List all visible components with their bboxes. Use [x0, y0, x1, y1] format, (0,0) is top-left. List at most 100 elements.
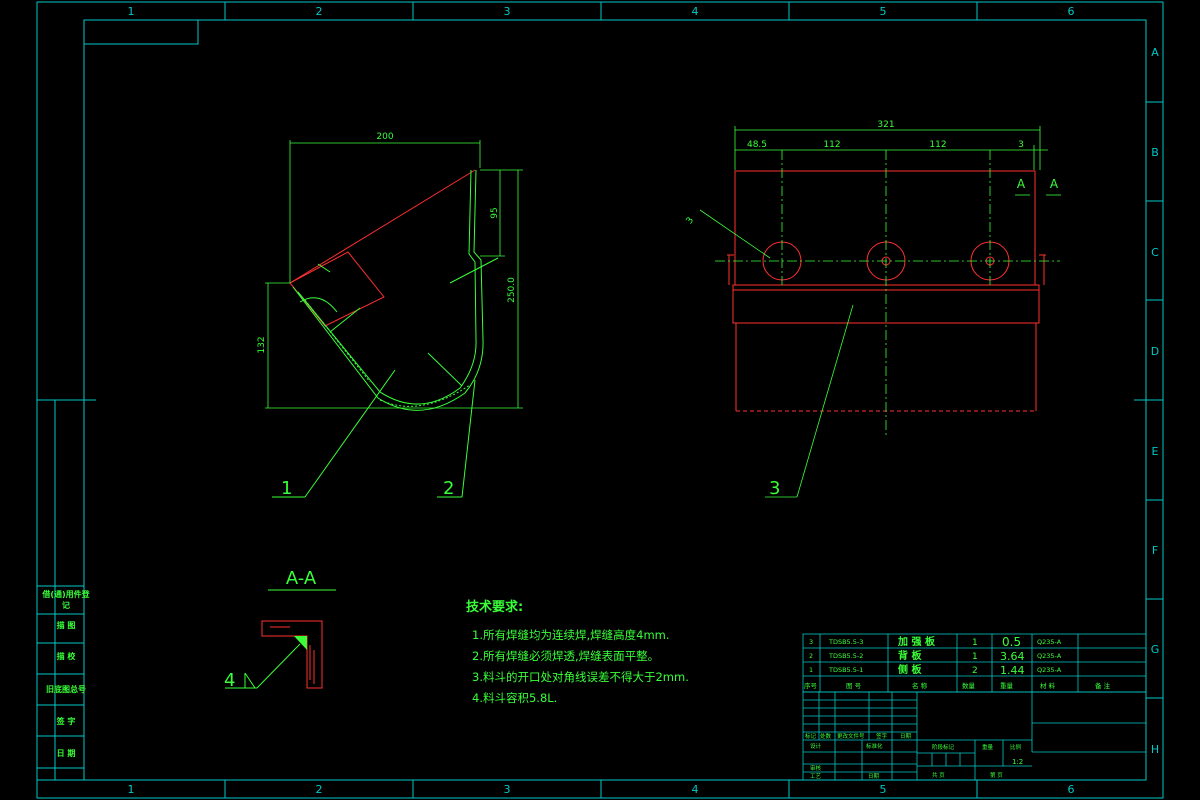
section-aa: A-A 4 [224, 568, 336, 691]
side-block [36, 399, 85, 781]
callout-number: 4 [224, 670, 235, 691]
angle-arc [299, 297, 338, 313]
tech-req-line: 1.所有焊缝均为连续焊,焊缝高度4mm. [472, 628, 670, 642]
col-label: 1 [128, 783, 135, 796]
svg-text:标记: 标记 [805, 732, 817, 740]
radius-line [427, 352, 463, 387]
col-label: 2 [316, 783, 323, 796]
hopper-profile-outer [292, 169, 484, 411]
side-label: 描 校 [56, 652, 76, 661]
dim-text: 132 [257, 336, 267, 353]
svg-text:重量: 重量 [982, 743, 994, 751]
row-label: D [1151, 345, 1159, 358]
svg-text:背 板: 背 板 [898, 649, 922, 662]
svg-text:Q235-A: Q235-A [1037, 652, 1062, 660]
dim-text: 112 [929, 140, 946, 150]
svg-text:1: 1 [972, 652, 978, 662]
svg-text:数量: 数量 [962, 681, 976, 690]
tech-req-line: 4.料斗容积5.8L. [472, 691, 558, 705]
section-profile [261, 620, 323, 689]
svg-text:处数: 处数 [820, 732, 832, 740]
svg-text:1: 1 [809, 666, 813, 674]
callout-number: 1 [281, 478, 292, 499]
right-view: 321 48.5 112 112 3 A A 3 3 [685, 120, 1061, 499]
svg-text:更改文件号: 更改文件号 [837, 732, 865, 740]
row-label: F [1152, 544, 1158, 557]
col-label: 2 [316, 5, 323, 18]
svg-text:日期: 日期 [900, 733, 912, 740]
section-mark: A [1050, 177, 1059, 191]
svg-text:1: 1 [972, 638, 978, 648]
svg-text:工艺: 工艺 [810, 773, 822, 780]
svg-text:设计: 设计 [810, 742, 822, 750]
dim-text: 321 [877, 120, 894, 130]
technical-requirements: 技术要求: 1.所有焊缝均为连续焊,焊缝高度4mm. 2.所有焊缝必须焊透,焊缝… [466, 596, 766, 709]
col-label: 6 [1068, 783, 1075, 796]
svg-text:3: 3 [809, 638, 813, 646]
row-ticks [1146, 101, 1163, 699]
scale-value: 1:2 [1012, 758, 1023, 766]
section-title: A-A [286, 568, 317, 589]
svg-text:序号: 序号 [804, 681, 818, 690]
svg-text:备 注: 备 注 [1095, 681, 1111, 690]
tech-req-line: 2.所有焊缝必须焊透,焊缝表面平整。 [472, 649, 660, 663]
title-block [802, 691, 1147, 781]
top-edge [289, 169, 476, 284]
col-label: 4 [692, 5, 699, 18]
svg-text:比例: 比例 [1010, 743, 1022, 751]
dim-text: 3 [1018, 140, 1024, 150]
side-label: 签 字 [56, 717, 76, 726]
tech-req-title: 技术要求: [466, 600, 524, 615]
row-label: B [1151, 146, 1159, 159]
weld-fillet [294, 636, 307, 650]
col-label: 1 [128, 5, 135, 18]
dim-text: 112 [823, 140, 840, 150]
left-view: 200 250.0 95 132 1 2 [257, 132, 523, 499]
svg-text:材 料: 材 料 [1040, 681, 1056, 690]
side-label: 描 图 [56, 621, 76, 630]
weld-line [379, 384, 471, 407]
svg-text:审核: 审核 [810, 764, 822, 772]
title-block-text: 标记 处数 更改文件号 签字 日期 设计 标准化 审核 工艺 日期 阶段标记 重… [805, 732, 1023, 780]
svg-text:图 号: 图 号 [846, 682, 862, 690]
tick [317, 263, 331, 273]
tech-req-line: 3.料斗的开口处对角线误差不得大于2mm. [472, 670, 689, 684]
leader [449, 257, 499, 284]
hopper-profile-inner [297, 169, 477, 405]
svg-text:名 称: 名 称 [912, 681, 928, 690]
col-label: 5 [880, 783, 887, 796]
col-label: 3 [504, 5, 511, 18]
col-label: 3 [504, 783, 511, 796]
svg-text:3.64: 3.64 [1000, 650, 1025, 663]
svg-text:Q235-A: Q235-A [1037, 666, 1062, 674]
svg-text:日期: 日期 [868, 773, 880, 780]
col-label: 4 [692, 783, 699, 796]
svg-text:Q235-A: Q235-A [1037, 638, 1062, 646]
svg-text:侧 板: 侧 板 [898, 663, 922, 676]
svg-text:第 页: 第 页 [990, 771, 1003, 779]
dim-text: 200 [376, 132, 393, 142]
side-label: 借(通)用件登记 [42, 590, 90, 610]
row-label: G [1151, 643, 1160, 656]
row-label: C [1151, 246, 1159, 259]
dim-text: 95 [490, 207, 500, 218]
svg-text:共 页: 共 页 [932, 771, 945, 779]
weld-line [304, 299, 371, 383]
svg-text:2: 2 [809, 652, 813, 660]
callout-number: 3 [769, 478, 780, 499]
svg-text:TDSB5.5-2: TDSB5.5-2 [828, 652, 863, 660]
center-line [329, 307, 361, 333]
row-label: A [1151, 46, 1159, 59]
svg-text:加 强 板: 加 强 板 [897, 635, 936, 648]
svg-text:签字: 签字 [876, 732, 888, 740]
stiffener-plate [289, 251, 385, 327]
col-label: 5 [880, 5, 887, 18]
svg-text:1.44: 1.44 [1000, 664, 1025, 677]
svg-text:重量: 重量 [1000, 682, 1014, 690]
dim-text: 250.0 [507, 277, 517, 303]
svg-text:阶段标记: 阶段标记 [932, 743, 955, 751]
bom-cells: 3 TDSB5.5-3 加 强 板 1 0.5 Q235-A 2 TDSB5.5… [804, 635, 1111, 690]
section-mark: A [1017, 177, 1026, 191]
side-label: 日 期 [56, 749, 76, 758]
